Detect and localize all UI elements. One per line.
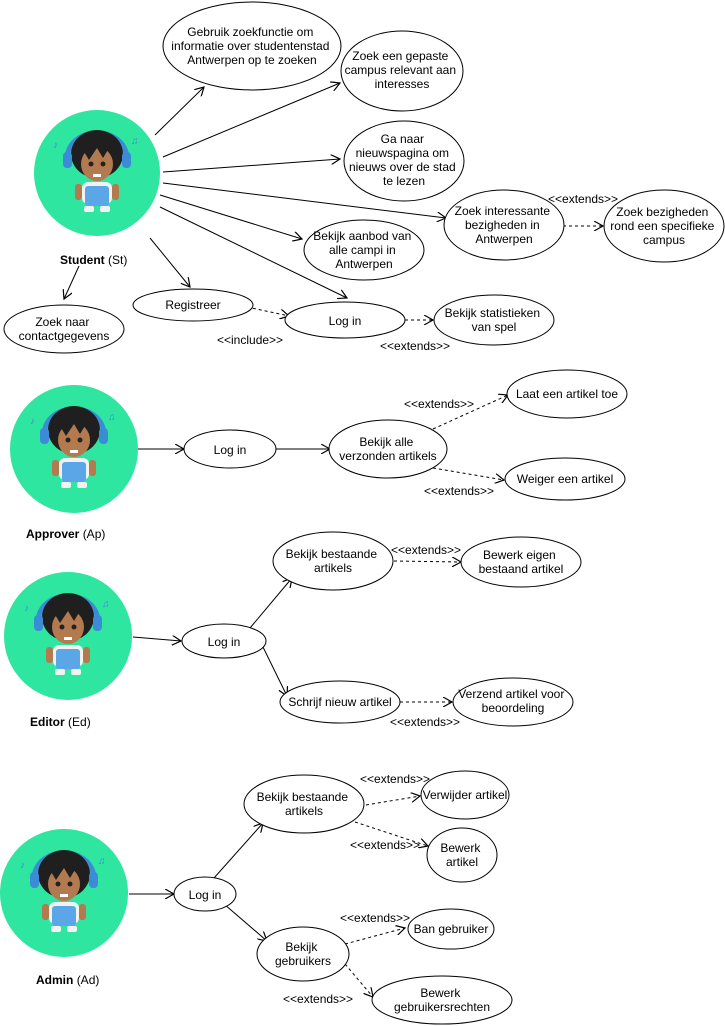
actor-label-student: Student (St)	[60, 253, 127, 267]
usecase-label: Bewerk gebruikersrechten	[394, 986, 490, 1014]
extends-line	[432, 467, 504, 480]
actor-approver: Approver (Ap)	[10, 385, 138, 541]
assoc-line	[249, 578, 292, 629]
assoc-line	[213, 823, 263, 879]
extends-label: <<extends>>	[380, 339, 450, 353]
usecase-label: Zoek interessante bezigheden in Antwerpe…	[455, 204, 554, 246]
extends-label: <<extends>>	[360, 772, 430, 786]
usecase-editor-login[interactable]: Log in	[181, 623, 267, 659]
extends-line	[354, 821, 428, 846]
extends-label: <<extends>>	[340, 911, 410, 925]
usecase-label: Gebruik zoekfunctie om informatie over s…	[171, 25, 332, 67]
usecase-view-users[interactable]: Bekijk gebruikers	[256, 926, 350, 982]
assoc-line	[149, 237, 190, 287]
assoc-line	[159, 206, 347, 298]
usecase-campi-offer[interactable]: Bekijk aanbod van alle campi in Antwerpe…	[303, 219, 425, 281]
usecase-label: Bekijk aanbod van alle campi in Antwerpe…	[313, 229, 414, 271]
usecase-admin-view-articles[interactable]: Bekijk bestaande artikels	[243, 774, 365, 834]
usecase-label: Verwijder artikel	[423, 788, 508, 802]
usecase-label: Weiger een artikel	[517, 472, 614, 486]
assoc-line	[162, 159, 340, 173]
usecase-label: Bekijk bestaande artikels	[257, 790, 352, 818]
admin-connectors	[129, 796, 428, 997]
usecase-label: Bewerk artikel	[440, 841, 483, 869]
usecase-label: Log in	[214, 443, 247, 457]
assoc-line	[261, 644, 287, 696]
usecase-label: Bekijk gebruikers	[275, 940, 331, 968]
usecase-edit-own-article[interactable]: Bewerk eigen bestaand artikel	[460, 536, 582, 588]
usecase-view-articles[interactable]: Bekijk bestaande artikels	[272, 531, 394, 591]
usecase-label: Zoek naar contactgegevens	[19, 315, 110, 343]
actor-student: Student (St)	[34, 110, 160, 267]
actor-admin: Admin (Ad)	[0, 829, 128, 987]
extends-label: <<extends>>	[391, 543, 461, 557]
actor-label-approver: Approver (Ap)	[26, 527, 105, 541]
usecase-search-city-info[interactable]: Gebruik zoekfunctie om informatie over s…	[162, 1, 342, 91]
usecase-admin-login[interactable]: Log in	[173, 876, 237, 912]
extends-label: <<extends>>	[350, 838, 420, 852]
extends-label: <<extends>>	[283, 992, 353, 1006]
usecase-label: Bekijk statistieken van spel	[445, 306, 544, 334]
assoc-line	[223, 903, 267, 941]
usecase-label: Log in	[189, 888, 222, 902]
extends-label: <<extends>>	[390, 715, 460, 729]
usecase-find-campus[interactable]: Zoek een gepaste campus relevant aan int…	[340, 30, 464, 112]
extends-line	[344, 963, 373, 997]
usecase-contact-info[interactable]: Zoek naar contactgegevens	[3, 304, 125, 354]
usecase-label: Ga naar nieuwspagina om nieuws over de s…	[349, 132, 459, 188]
usecase-label: Zoek bezigheden rond een specifieke camp…	[610, 205, 717, 247]
editor-connectors	[132, 561, 461, 702]
usecase-edit-user-rights[interactable]: Bewerk gebruikersrechten	[371, 975, 513, 1025]
extends-line	[432, 395, 508, 430]
usecase-register[interactable]: Registreer	[132, 288, 254, 322]
assoc-line	[154, 87, 204, 136]
usecase-activities-campus[interactable]: Zoek bezigheden rond een specifieke camp…	[603, 189, 725, 263]
usecase-label: Laat een artikel toe	[516, 387, 618, 401]
usecase-label: Zoek een gepaste campus relevant aan int…	[345, 49, 460, 91]
usecase-ban-user[interactable]: Ban gebruiker	[407, 908, 495, 950]
usecase-label: Bekijk alle verzonden artikels	[339, 435, 436, 463]
usecase-label: Log in	[208, 635, 241, 649]
usecase-student-login[interactable]: Log in	[284, 301, 406, 339]
usecase-allow-article[interactable]: Laat een artikel toe	[506, 369, 628, 419]
assoc-line	[64, 265, 80, 299]
usecase-game-stats[interactable]: Bekijk statistieken van spel	[433, 294, 555, 346]
usecase-label: Log in	[329, 314, 362, 328]
assoc-line	[162, 182, 446, 218]
include-line	[246, 306, 289, 316]
extends-label: <<extends>>	[548, 192, 618, 206]
usecase-label: Bewerk eigen bestaand artikel	[479, 548, 564, 576]
usecase-write-article[interactable]: Schrijf nieuw artikel	[279, 680, 401, 724]
actor-label-editor: Editor (Ed)	[30, 715, 91, 729]
actor-editor: Editor (Ed)	[4, 572, 132, 729]
include-label: <<include>>	[217, 333, 283, 347]
extends-line	[344, 928, 405, 945]
assoc-line	[132, 637, 181, 641]
usecase-admin-edit-article[interactable]: Bewerk artikel	[426, 827, 498, 883]
usecase-send-article[interactable]: Verzend artikel voor beoordeling	[452, 677, 574, 727]
extends-label: <<extends>>	[424, 484, 494, 498]
assoc-line	[159, 194, 302, 239]
usecase-label: Bekijk bestaande artikels	[286, 547, 381, 575]
usecase-label: Registreer	[165, 298, 220, 312]
usecase-label: Schrijf nieuw artikel	[288, 695, 391, 709]
usecase-find-activities[interactable]: Zoek interessante bezigheden in Antwerpe…	[443, 189, 565, 261]
extends-label: <<extends>>	[404, 397, 474, 411]
actor-label-admin: Admin (Ad)	[36, 973, 99, 987]
usecase-view-submitted[interactable]: Bekijk alle verzonden artikels	[328, 419, 448, 479]
usecase-label: Ban gebruiker	[414, 922, 489, 936]
assoc-line	[162, 83, 340, 158]
usecase-reject-article[interactable]: Weiger een artikel	[504, 457, 626, 501]
usecase-approver-login[interactable]: Log in	[183, 429, 277, 469]
usecase-news-page[interactable]: Ga naar nieuwspagina om nieuws over de s…	[343, 120, 465, 202]
extends-line	[365, 796, 420, 806]
student-connectors	[64, 83, 603, 320]
usecase-label: Verzend artikel voor beoordeling	[458, 687, 567, 715]
approver-connectors	[138, 395, 508, 480]
usecase-delete-article[interactable]: Verwijder artikel	[420, 770, 510, 820]
extends-line	[393, 561, 461, 562]
